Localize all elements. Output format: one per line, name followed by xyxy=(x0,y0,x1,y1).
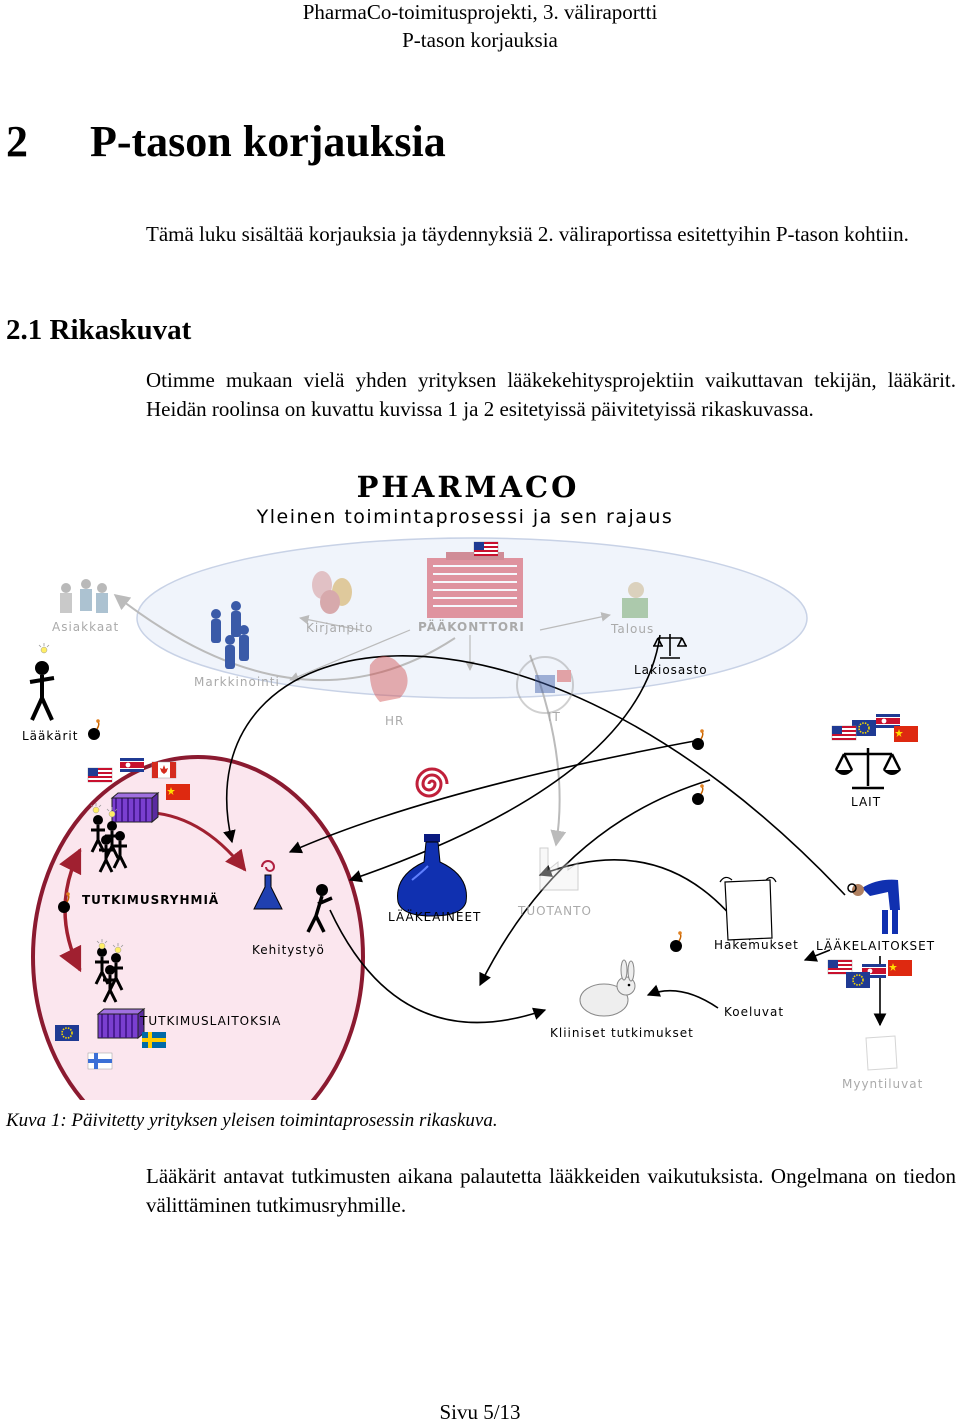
shipping-container-icon xyxy=(111,792,159,823)
body-paragraph-1: Otimme mukaan vielä yhden yrityksen lääk… xyxy=(146,368,956,421)
bomb-icon xyxy=(669,930,683,953)
label-kirjanpito: Kirjanpito xyxy=(306,621,373,635)
inspector-icon xyxy=(847,879,900,934)
idea-bulb-icon xyxy=(38,642,50,654)
china-flag-icon xyxy=(166,784,190,800)
arrow-koeluvat xyxy=(646,984,719,1009)
thinker-icon xyxy=(306,884,333,933)
china-flag-icon xyxy=(894,726,918,742)
rich-picture-figure: PHARMACO Yleinen toimintaprosessi ja sen… xyxy=(22,470,935,1100)
finance-icon xyxy=(622,582,648,618)
running-header-title: PharmaCo-toimitusprojekti, 3. väliraport… xyxy=(302,0,658,24)
scales-icon xyxy=(653,634,687,659)
korea-flag-icon xyxy=(120,758,144,772)
shipping-container-icon xyxy=(97,1008,145,1039)
development-flask-icon xyxy=(253,860,283,910)
label-myyntiluvat: Myyntiluvat xyxy=(842,1077,923,1091)
it-icon xyxy=(516,656,574,714)
label-hr: HR xyxy=(385,714,404,728)
sweden-flag-icon xyxy=(142,1032,166,1048)
figure-caption: Kuva 1: Päivitetty yrityksen yleisen toi… xyxy=(6,1110,498,1131)
figure-subtitle: Yleinen toimintaprosessi ja sen rajaus xyxy=(256,506,674,528)
section-number: 2 xyxy=(6,117,28,166)
label-talous: Talous xyxy=(610,622,654,636)
subsection-heading: 2.1 Rikaskuvat xyxy=(6,314,192,346)
factory-icon xyxy=(539,847,579,891)
page-number: Sivu 5/13 xyxy=(439,1400,521,1424)
sales-permit-scroll-icon xyxy=(865,1035,898,1071)
doctor-icon xyxy=(29,661,55,721)
body-paragraph-2: Lääkärit antavat tutkimusten aikana pala… xyxy=(146,1164,956,1217)
arrow-hq-to-tuotanto xyxy=(529,654,567,847)
eu-flag-icon xyxy=(845,971,871,989)
accounting-icon xyxy=(312,571,352,614)
rabbit-icon xyxy=(579,959,636,1017)
marketing-icon xyxy=(211,601,249,669)
customers-icon xyxy=(60,579,108,613)
label-lait: LAIT xyxy=(851,795,881,809)
korea-flag-icon xyxy=(876,714,900,728)
finland-flag-icon xyxy=(87,1052,113,1070)
bomb-icon xyxy=(691,728,705,751)
label-laakeaineet: LÄÄKEAINEET xyxy=(388,909,481,924)
headquarters-icon xyxy=(427,552,523,618)
bomb-icon xyxy=(87,718,101,741)
arrow-hq-to-kirjanpito xyxy=(299,614,361,631)
arrow-lait-to-research xyxy=(288,739,701,854)
china-flag-icon xyxy=(888,960,912,976)
label-kehitystyo: Kehitystyö xyxy=(252,943,325,957)
label-paakonttori: PÄÄKONTTORI xyxy=(418,619,525,634)
arrow-hq-to-markkinointi xyxy=(289,629,411,682)
label-it: IT xyxy=(548,710,561,724)
label-hakemukset: Hakemukset xyxy=(714,938,799,952)
label-asiakkaat: Asiakkaat xyxy=(52,620,119,634)
company-boundary-ellipse xyxy=(136,537,808,699)
arrow-kehitys-to-kliiniset xyxy=(329,909,547,1024)
laws-scales-icon xyxy=(834,748,902,790)
label-laakelaitokset: LÄÄKELAITOKSET xyxy=(816,938,935,953)
label-laakarit: Lääkärit xyxy=(22,729,78,743)
hr-icon xyxy=(369,656,408,702)
usa-flag-icon xyxy=(473,541,499,557)
label-markkinointi: Markkinointi xyxy=(194,675,280,689)
usa-flag-icon xyxy=(827,959,853,975)
label-lakiosasto: Lakiosasto xyxy=(634,663,708,677)
arrow-hq-to-talous xyxy=(539,612,611,631)
section-title: P-tason korjauksia xyxy=(90,117,446,166)
usa-flag-icon xyxy=(87,767,113,783)
arrow-lakiosasto-to-research xyxy=(348,634,661,883)
bomb-icon xyxy=(691,783,705,806)
usa-flag-icon xyxy=(831,725,857,741)
research-boundary-circle xyxy=(31,755,365,1100)
intro-paragraph: Tämä luku sisältää korjauksia ja täydenn… xyxy=(146,222,909,246)
figure-title: PHARMACO xyxy=(357,470,580,504)
running-header-subtitle: P-tason korjauksia xyxy=(402,28,558,52)
document-scroll-icon xyxy=(719,876,777,941)
section-heading: 2 P-tason korjauksia xyxy=(6,116,446,167)
carafe-icon xyxy=(397,834,467,917)
label-tuotanto: TUOTANTO xyxy=(517,904,592,918)
label-koeluvat: Koeluvat xyxy=(724,1005,784,1019)
swirl-icon xyxy=(415,767,449,798)
label-tutkimuslaitoksia: TUTKIMUSLAITOKSIA xyxy=(139,1014,281,1028)
label-tutkimusryhmia: TUTKIMUSRYHMIÄ xyxy=(82,892,219,907)
arrow-laakelaitokset-hakemukset xyxy=(803,949,831,962)
eu-flag-icon xyxy=(54,1024,80,1042)
arrow-rd-hq-laakelaitokset xyxy=(223,655,846,896)
label-kliiniset: Kliiniset tutkimukset xyxy=(550,1026,694,1040)
canada-flag-icon xyxy=(151,761,177,779)
arrow-lait-to-laakeaineet xyxy=(479,779,711,987)
